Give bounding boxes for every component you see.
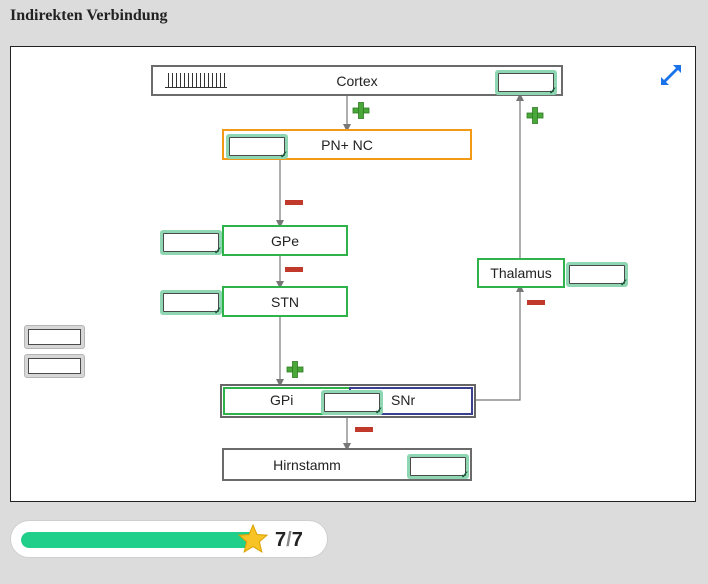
node-stn-label: STN	[271, 293, 299, 310]
arrow-snr-thalamus	[474, 284, 524, 401]
legend-spike-pattern	[28, 358, 81, 374]
chip-spike-pattern	[163, 293, 219, 312]
stn-activity-chip[interactable]: ✓	[160, 290, 222, 317]
score-current: 7	[275, 529, 287, 551]
cortex-spike-train	[165, 73, 227, 88]
sign-gpe-stn-minus	[285, 267, 303, 272]
gpi-snr-activity-chip[interactable]: ✓	[321, 390, 383, 417]
node-thalamus: Thalamus	[477, 258, 565, 288]
node-thalamus-label: Thalamus	[490, 265, 552, 281]
node-pn-nc-label: PN+ NC	[321, 136, 373, 153]
node-snr-label: SNr	[391, 392, 416, 408]
sign-gpi-hirnstamm-minus	[355, 427, 373, 432]
node-cortex-label: Cortex	[336, 72, 378, 89]
legend-high-activity-chip[interactable]	[24, 354, 85, 378]
sign-snr-thalamus-minus	[527, 300, 545, 305]
cortex-activity-chip[interactable]: ✓	[495, 70, 557, 97]
progress-track	[21, 532, 257, 548]
score-counter: 7/7	[275, 529, 303, 552]
progress-widget: 7/7	[10, 520, 328, 558]
thalamus-activity-chip[interactable]: ✓	[566, 262, 628, 289]
sign-stn-gpi-plus	[286, 361, 304, 378]
pn-nc-activity-chip[interactable]: ✓	[226, 134, 288, 161]
star-icon	[237, 523, 269, 554]
expand-icon[interactable]	[658, 62, 684, 88]
chip-spike-pattern	[324, 393, 380, 412]
node-gpe-label: GPe	[270, 232, 299, 249]
chip-spike-pattern	[569, 265, 625, 284]
legend-low-activity-chip[interactable]	[24, 325, 85, 349]
sign-thalamus-cortex-plus	[526, 107, 544, 124]
chip-spike-pattern	[410, 457, 466, 476]
score-total: 7	[291, 529, 303, 551]
node-gpi-label: GPi	[270, 392, 294, 408]
legend-spike-pattern	[28, 329, 81, 345]
chip-spike-pattern	[498, 73, 554, 92]
score-separator: /	[286, 529, 292, 551]
page-title: Indirekten Verbindung	[10, 7, 168, 24]
node-stn: STN	[222, 286, 348, 317]
gpe-activity-chip[interactable]: ✓	[160, 230, 222, 257]
progress-fill	[21, 532, 257, 548]
chip-spike-pattern	[229, 137, 285, 156]
hirnstamm-activity-chip[interactable]: ✓	[407, 454, 469, 481]
sign-pn-gpe-minus	[285, 200, 303, 205]
node-hirnstamm-label: Hirnstamm	[273, 456, 341, 473]
sign-cortex-pn-plus	[352, 102, 370, 119]
chip-spike-pattern	[163, 233, 219, 252]
node-gpe: GPe	[222, 225, 348, 256]
